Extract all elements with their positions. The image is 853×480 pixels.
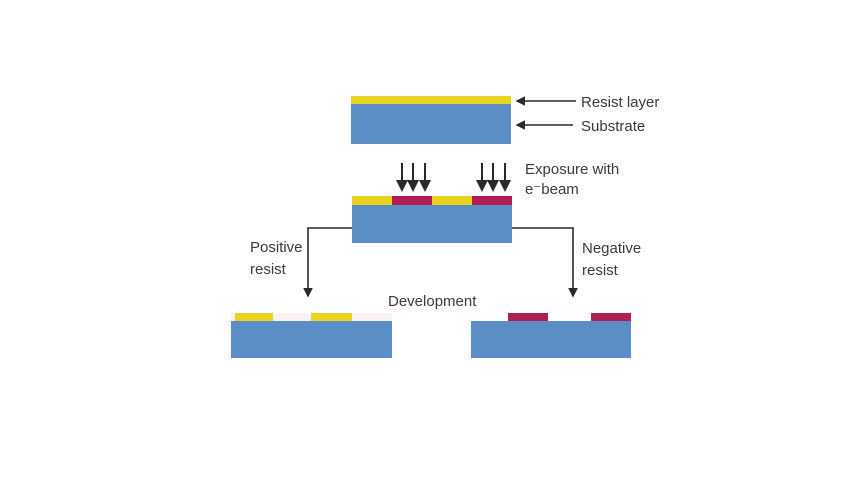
positive-branch-arrow	[303, 227, 352, 298]
substrate	[231, 321, 392, 358]
substrate-label: Substrate	[581, 118, 646, 135]
positive-resist-label-line2: resist	[250, 261, 286, 278]
wafer-negative-developed	[471, 313, 631, 358]
resist-layer-label: Resist layer	[581, 94, 660, 111]
development-label: Development	[388, 293, 477, 310]
exposure-label-line1: Exposure with	[525, 161, 620, 178]
positive-resist-label: Positive resist	[250, 237, 303, 281]
developed-resist-layer	[231, 313, 392, 321]
wafer-positive-developed	[231, 313, 392, 358]
developed-resist-layer	[471, 313, 631, 321]
remaining-exposed-segment	[591, 313, 631, 321]
exposed-resist-segment	[392, 196, 432, 205]
unexposed-resist-segment	[432, 196, 472, 205]
negative-resist-label-line1: Negative	[582, 240, 642, 257]
exposed-resist-segment	[472, 196, 512, 205]
exposure-label-line2: e⁻beam	[525, 181, 579, 198]
negative-resist-label: Negative resist	[582, 238, 641, 282]
positive-resist-label-line1: Positive	[250, 239, 303, 256]
exposure-label: Exposure with e⁻beam	[525, 160, 619, 200]
exposed-resist-layer	[352, 196, 512, 205]
wafer-exposed	[352, 196, 512, 243]
wafer-initial	[351, 96, 511, 144]
remaining-resist-segment	[235, 313, 273, 321]
substrate	[352, 205, 512, 243]
substrate	[471, 321, 631, 358]
unexposed-resist-segment	[352, 196, 392, 205]
substrate	[351, 104, 511, 144]
negative-resist-label-line2: resist	[582, 262, 618, 279]
remaining-resist-segment	[311, 313, 352, 321]
resist-layer	[351, 96, 511, 104]
remaining-exposed-segment	[508, 313, 548, 321]
negative-branch-arrow	[512, 227, 578, 298]
